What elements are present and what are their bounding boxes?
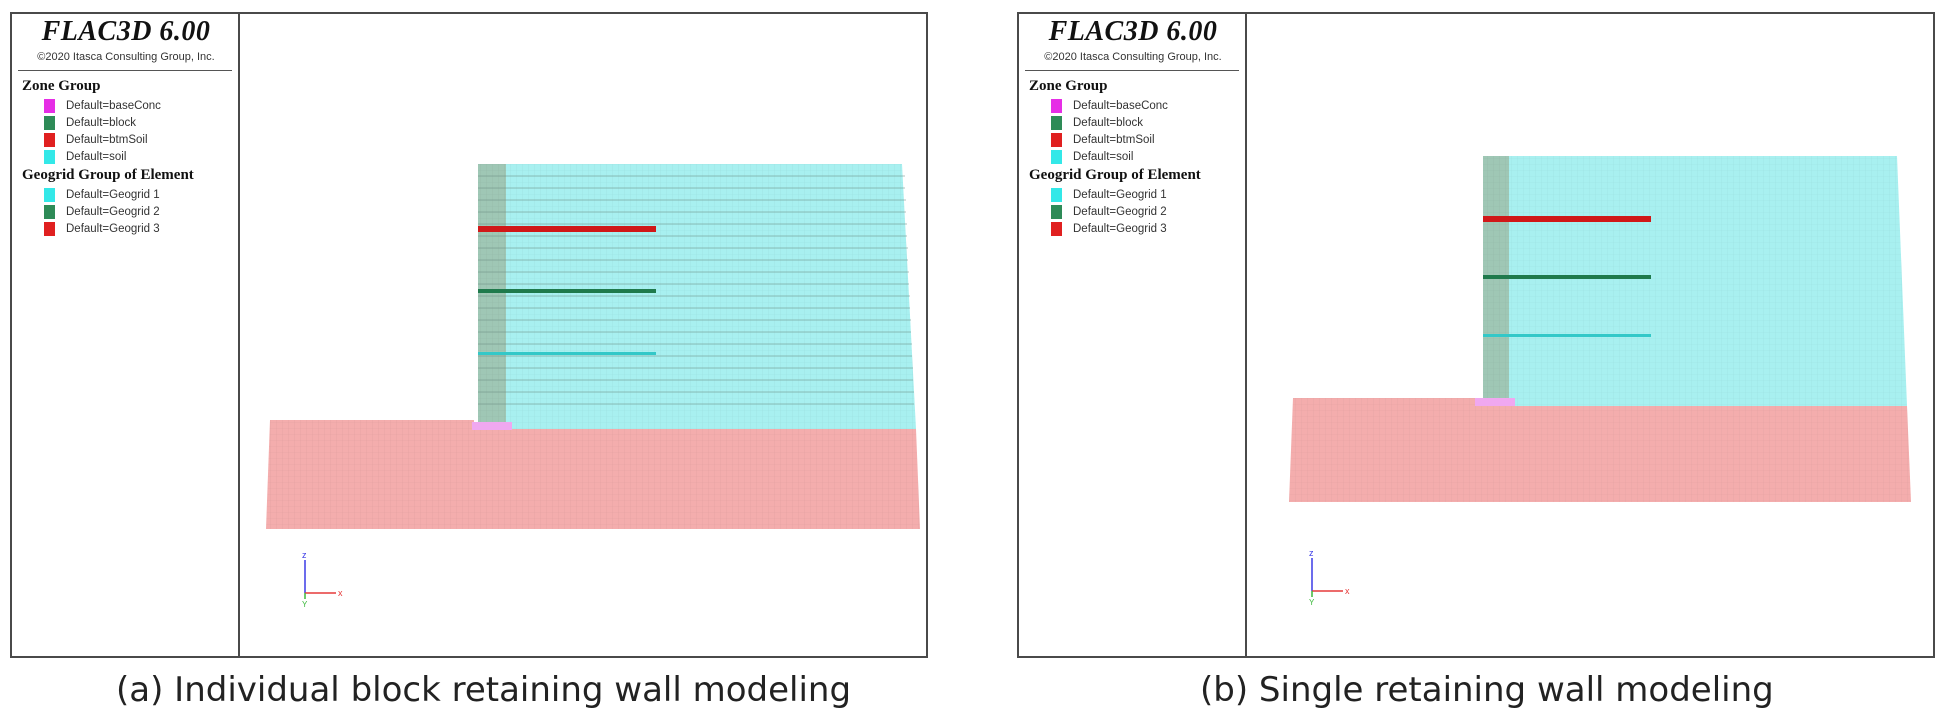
panel-b: FLAC3D 6.00 ©2020 Itasca Consulting Grou… (1017, 12, 1935, 658)
legend-label: Default=block (1073, 117, 1143, 129)
model-viewport[interactable]: z x Y (1247, 14, 1933, 656)
logo-divider (18, 70, 232, 71)
legend-swatch (1051, 116, 1062, 130)
geogrid-1 (1483, 334, 1651, 337)
axis-triad: z x Y (1309, 548, 1350, 606)
axis-y-label: Y (1309, 598, 1315, 606)
legend-label: Default=baseConc (66, 100, 161, 112)
legend-swatch (44, 205, 55, 219)
legend-label: Default=Geogrid 1 (66, 189, 160, 201)
geogrid-3 (478, 226, 656, 232)
geogrid-group-title: Geogrid Group of Element (22, 167, 194, 183)
axis-x-label: x (1345, 586, 1350, 596)
panel-a: FLAC3D 6.00 ©2020 Itasca Consulting Grou… (10, 12, 928, 658)
legend-swatch (44, 222, 55, 236)
model-drawing (1289, 156, 1911, 502)
axis-x-label: x (338, 588, 343, 598)
legend-label: Default=btmSoil (1073, 134, 1155, 146)
axis-triad: z x Y (302, 550, 343, 608)
legend-swatch (44, 188, 55, 202)
zone-group-title: Zone Group (1029, 78, 1108, 94)
geogrid-2 (478, 289, 656, 293)
legend-label: Default=Geogrid 3 (66, 223, 160, 235)
legend-label: Default=block (66, 117, 136, 129)
axis-z-label: z (302, 550, 307, 560)
legend-swatch (44, 99, 55, 113)
geogrid-2 (1483, 275, 1651, 279)
zone-group-title: Zone Group (22, 78, 101, 94)
legend-label: Default=Geogrid 3 (1073, 223, 1167, 235)
legend-label: Default=Geogrid 1 (1073, 189, 1167, 201)
model-drawing (266, 164, 920, 529)
legend-label: Default=soil (1073, 151, 1134, 163)
logo-title: FLAC3D 6.00 (41, 16, 211, 47)
legend: FLAC3D 6.00 ©2020 Itasca Consulting Grou… (12, 14, 240, 656)
legend-swatch (44, 133, 55, 147)
axis-z-label: z (1309, 548, 1314, 558)
caption-b: (b) Single retaining wall modeling (1200, 670, 1774, 710)
legend-swatch (1051, 188, 1062, 202)
caption-a: (a) Individual block retaining wall mode… (116, 670, 852, 710)
logo-divider (1025, 70, 1239, 71)
legend-swatch (44, 116, 55, 130)
geogrid-1 (478, 352, 656, 355)
logo-title: FLAC3D 6.00 (1048, 16, 1218, 47)
geogrid-3 (1483, 216, 1651, 222)
legend-label: Default=Geogrid 2 (66, 206, 160, 218)
legend-swatch (44, 150, 55, 164)
logo-subtitle: ©2020 Itasca Consulting Group, Inc. (37, 51, 215, 63)
base-concrete (472, 422, 512, 430)
base-concrete (1475, 398, 1515, 406)
legend-label: Default=btmSoil (66, 134, 148, 146)
legend-label: Default=soil (66, 151, 127, 163)
legend: FLAC3D 6.00 ©2020 Itasca Consulting Grou… (1019, 14, 1247, 656)
legend-swatch (1051, 99, 1062, 113)
axis-y-label: Y (302, 600, 308, 608)
legend-label: Default=Geogrid 2 (1073, 206, 1167, 218)
geogrid-group-title: Geogrid Group of Element (1029, 167, 1201, 183)
legend-label: Default=baseConc (1073, 100, 1168, 112)
legend-swatch (1051, 222, 1062, 236)
legend-swatch (1051, 205, 1062, 219)
logo-subtitle: ©2020 Itasca Consulting Group, Inc. (1044, 51, 1222, 63)
model-viewport[interactable]: z x Y (240, 14, 926, 656)
legend-swatch (1051, 150, 1062, 164)
legend-swatch (1051, 133, 1062, 147)
